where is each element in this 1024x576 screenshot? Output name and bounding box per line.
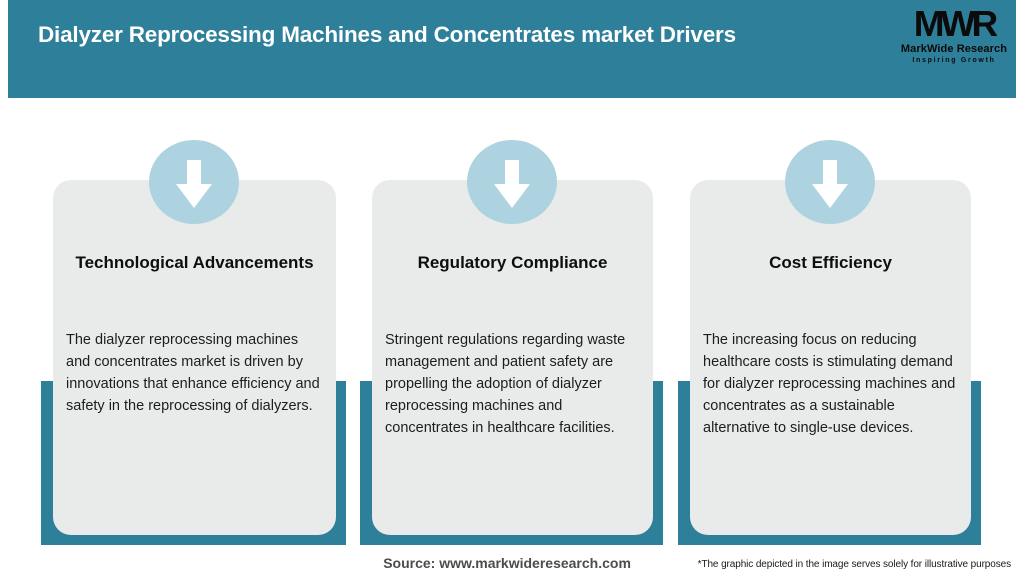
driver-card: Technological Advancements The dialyzer … <box>53 180 336 535</box>
down-arrow-icon <box>493 159 530 208</box>
arrow-badge <box>784 140 875 224</box>
card-title: Technological Advancements <box>75 253 314 272</box>
card-description: Stringent regulations regarding waste ma… <box>385 332 626 436</box>
source-text: Source: www.markwideresearch.com <box>383 555 631 571</box>
arrow-badge <box>466 140 557 224</box>
disclaimer-text: *The graphic depicted in the image serve… <box>697 559 1011 570</box>
brand-tagline: Inspiring Growth <box>912 57 996 64</box>
card-title: Cost Efficiency <box>769 253 892 272</box>
brand-name: MarkWide Research <box>900 43 1008 55</box>
driver-column-2: Regulatory Compliance Stringent regulati… <box>360 140 663 550</box>
down-arrow-icon <box>175 159 212 208</box>
driver-column-3: Cost Efficiency The increasing focus on … <box>678 140 981 550</box>
driver-column-1: Technological Advancements The dialyzer … <box>41 140 346 550</box>
card-description: The increasing focus on reducing healthc… <box>703 332 956 436</box>
card-description: The dialyzer reprocessing machines and c… <box>66 332 320 414</box>
brand-logo: MWR MarkWide Research Inspiring Growth <box>896 5 1012 64</box>
down-arrow-icon <box>811 159 848 208</box>
driver-card: Cost Efficiency The increasing focus on … <box>690 180 971 535</box>
brand-monogram: MWR <box>913 3 998 44</box>
arrow-badge <box>148 140 239 224</box>
card-title: Regulatory Compliance <box>417 253 608 272</box>
driver-card: Regulatory Compliance Stringent regulati… <box>372 180 653 535</box>
header-bar: Dialyzer Reprocessing Machines and Conce… <box>8 0 1016 98</box>
page-title: Dialyzer Reprocessing Machines and Conce… <box>38 22 736 47</box>
